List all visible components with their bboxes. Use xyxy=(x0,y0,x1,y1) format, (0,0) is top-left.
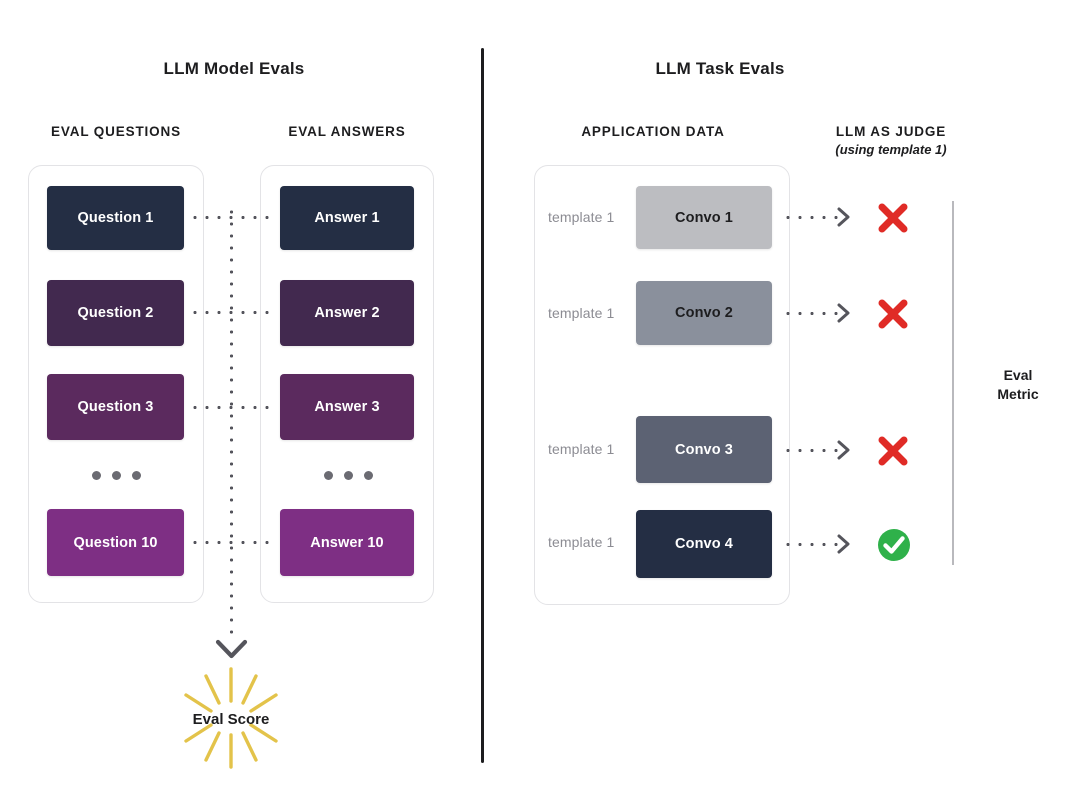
judge-connector-dotted xyxy=(782,543,838,546)
column-heading-eval-questions: EVAL QUESTIONS xyxy=(51,124,181,139)
question-box[interactable]: Question 3 xyxy=(47,374,184,440)
eval-metric-line-1: Eval xyxy=(1003,367,1033,383)
arrow-head-icon xyxy=(837,440,850,460)
answer-box[interactable]: Answer 2 xyxy=(280,280,414,346)
eval-score-connector-dotted xyxy=(230,206,233,638)
judge-connector-dotted xyxy=(782,216,838,219)
question-box[interactable]: Question 2 xyxy=(47,280,184,346)
ellipsis-dot xyxy=(364,471,373,480)
eval-metric-label: Eval Metric xyxy=(973,366,1063,404)
judge-connector-dotted xyxy=(782,312,838,315)
convo-box[interactable]: Convo 4 xyxy=(636,510,772,578)
arrow-head-icon xyxy=(837,534,850,554)
ellipsis-dot xyxy=(324,471,333,480)
column-heading-llm-as-judge: LLM AS JUDGE xyxy=(835,124,947,139)
convo-box[interactable]: Convo 2 xyxy=(636,281,772,345)
column-heading-eval-answers: EVAL ANSWERS xyxy=(288,124,406,139)
panel-title-model-evals: LLM Model Evals xyxy=(163,59,305,78)
cross-mark-icon xyxy=(878,203,908,233)
answers-ellipsis xyxy=(324,471,373,480)
column-heading-application-data: APPLICATION DATA xyxy=(581,124,725,139)
cross-mark-icon xyxy=(878,299,908,329)
answer-box[interactable]: Answer 1 xyxy=(280,186,414,250)
template-label: template 1 xyxy=(548,209,615,225)
chevron-down-icon xyxy=(215,639,248,659)
arrow-head-icon xyxy=(837,207,850,227)
column-subheading-llm-as-judge: (using template 1) xyxy=(835,142,947,157)
eval-metric-line-2: Metric xyxy=(997,385,1039,402)
arrow-head-icon xyxy=(837,303,850,323)
cross-mark-icon xyxy=(878,436,908,466)
question-box[interactable]: Question 1 xyxy=(47,186,184,250)
ellipsis-dot xyxy=(344,471,353,480)
answer-box[interactable]: Answer 3 xyxy=(280,374,414,440)
panel-title-task-evals: LLM Task Evals xyxy=(655,59,785,78)
eval-metric-bracket xyxy=(952,201,954,565)
check-mark-icon xyxy=(878,529,910,561)
template-label: template 1 xyxy=(548,534,615,550)
questions-ellipsis xyxy=(92,471,141,480)
eval-score-label: Eval Score xyxy=(192,711,270,728)
ellipsis-dot xyxy=(112,471,121,480)
convo-box[interactable]: Convo 1 xyxy=(636,186,772,249)
question-box[interactable]: Question 10 xyxy=(47,509,184,576)
template-label: template 1 xyxy=(548,305,615,321)
template-label: template 1 xyxy=(548,441,615,457)
judge-connector-dotted xyxy=(782,449,838,452)
ellipsis-dot xyxy=(92,471,101,480)
ellipsis-dot xyxy=(132,471,141,480)
panel-divider xyxy=(481,48,484,763)
starburst-icon xyxy=(184,667,278,769)
answer-box[interactable]: Answer 10 xyxy=(280,509,414,576)
convo-box[interactable]: Convo 3 xyxy=(636,416,772,483)
